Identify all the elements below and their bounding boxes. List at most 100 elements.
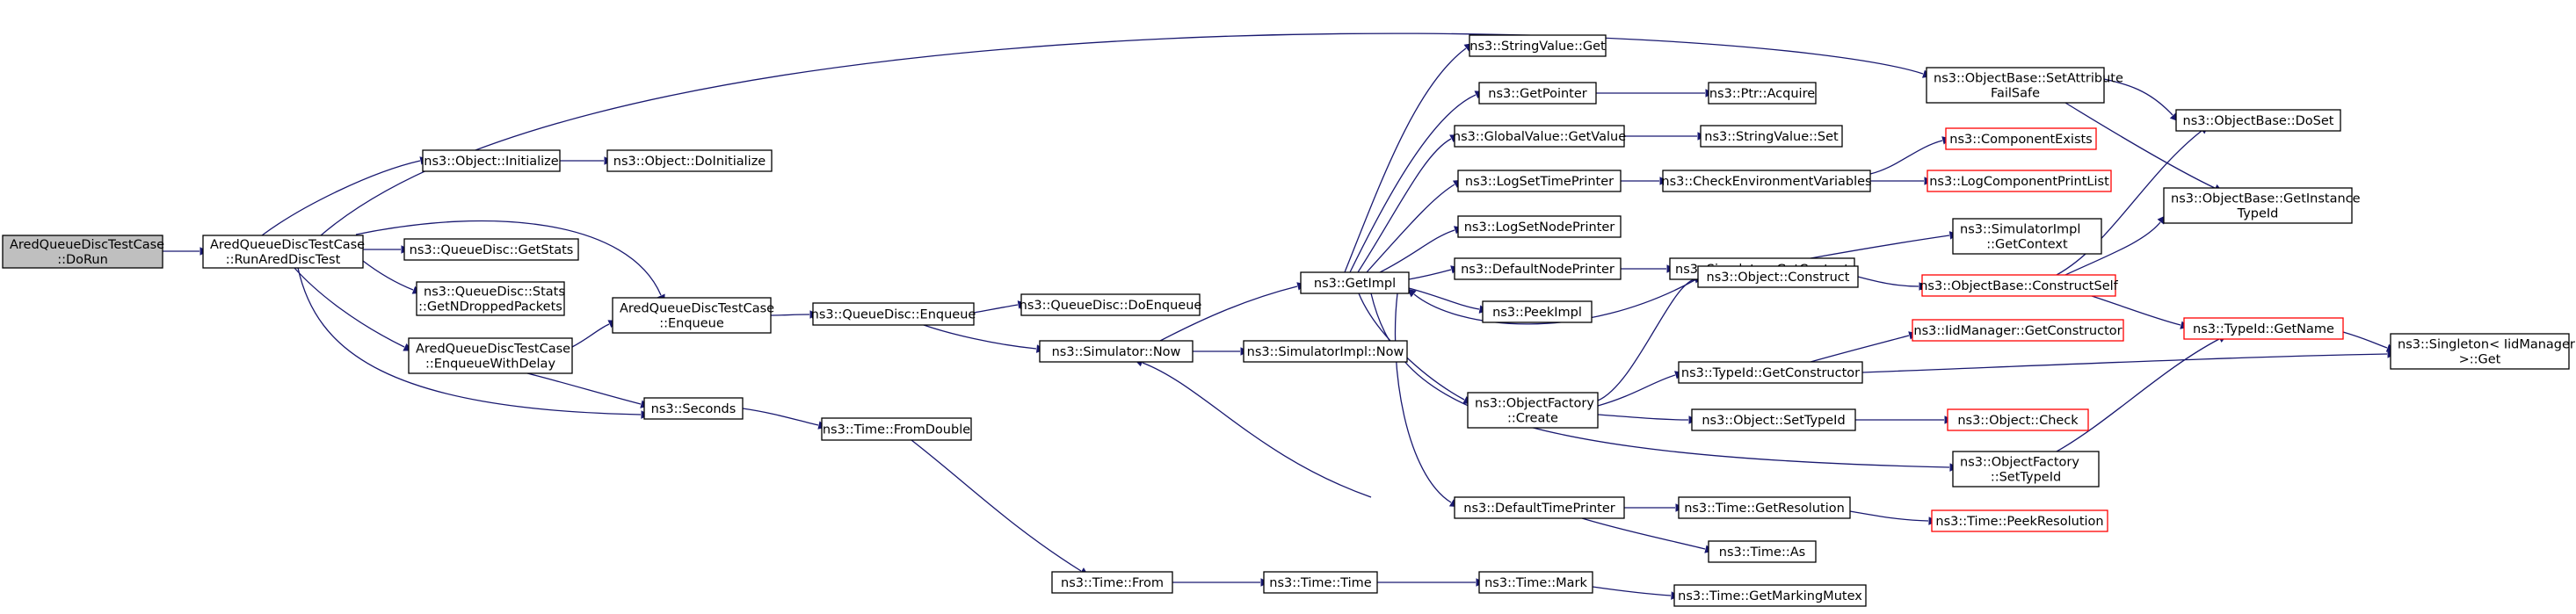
node-do-set[interactable]: ns3::ObjectBase::DoSet [2175,109,2341,132]
call-edge [1597,414,1698,424]
node-get-stats[interactable]: ns3::QueueDisc::GetStats [403,238,579,261]
node-type-id-get-ctor[interactable]: ns3::TypeId::GetConstructor [1678,361,1863,384]
node-get-pointer[interactable]: ns3::GetPointer [1478,82,1597,105]
node-sim-now[interactable]: ns3::Simulator::Now [1039,340,1194,363]
node-qd-do-enqueue[interactable]: ns3::QueueDisc::DoEnqueue [1020,293,1202,316]
node-label: ns3::SimulatorImpl::Now [1247,345,1404,359]
node-sim-impl-get-ctx[interactable]: ns3::SimulatorImpl::GetContext [1952,218,2102,255]
node-box [1300,271,1410,294]
node-label: ns3::TypeId::GetName [2193,322,2334,336]
node-stats-n-dropped[interactable]: ns3::QueueDisc::Stats::GetNDroppedPacket… [416,281,565,316]
node-obj-do-init[interactable]: ns3::Object::DoInitialize [606,149,773,172]
node-construct-self[interactable]: ns3::ObjectBase::ConstructSelf [1919,274,2119,297]
edge-line [261,160,421,236]
edge-line [320,33,1924,236]
call-edge [1581,517,1714,553]
node-iid-get-ctor[interactable]: ns3::IidManager::GetConstructor [1912,319,2124,342]
node-ptr-acquire[interactable]: ns3::Ptr::Acquire [1708,82,1817,105]
node-sim-impl-now[interactable]: ns3::SimulatorImpl::Now [1243,340,1408,363]
edge-line [2064,221,2161,276]
node-gv-get-value[interactable]: ns3::GlobalValue::GetValue [1453,125,1626,148]
node-label: ::Create [1507,412,1558,426]
node-type-id-get-name[interactable]: ns3::TypeId::GetName [2183,317,2344,340]
edge-line [1869,140,1943,175]
node-obj-fact-set-type-id[interactable]: ns3::ObjectFactory::SetTypeId [1952,451,2100,488]
node-box [1662,170,1871,192]
node-obj-init[interactable]: ns3::Object::Initialize [422,149,561,172]
node-str-set[interactable]: ns3::StringValue::Set [1700,125,1843,148]
node-box [2175,109,2341,132]
node-qd-enqueue[interactable]: ns3::QueueDisc::Enqueue [811,302,976,326]
edge-line [571,323,610,348]
edge-line [1379,229,1455,273]
node-enqueue-delay[interactable]: AredQueueDiscTestCase::EnqueueWithDelay [408,337,573,374]
node-log-comp-print[interactable]: ns3::LogComponentPrintList [1927,170,2112,192]
node-obj-check[interactable]: ns3::Object::Check [1947,408,2089,431]
node-obj-construct[interactable]: ns3::Object::Construct [1697,265,1859,288]
node-label: AredQueueDiscTestCase [10,238,164,252]
edge-line [1408,269,1452,280]
node-box [1263,571,1378,594]
node-label: ns3::CheckEnvironmentVariables [1661,175,1871,189]
call-edge [1366,179,1462,273]
node-check-env[interactable]: ns3::CheckEnvironmentVariables [1661,170,1872,192]
edge-line [911,439,1082,572]
node-def-time-printer[interactable]: ns3::DefaultTimePrinter [1454,496,1625,519]
node-box [1243,340,1408,363]
node-run-ared[interactable]: AredQueueDiscTestCase::RunAredDiscTest [202,235,365,269]
node-time-peek-res[interactable]: ns3::Time::PeekResolution [1931,509,2108,532]
call-edge [1408,287,1488,314]
edge-line [1597,414,1689,421]
node-time-from[interactable]: ns3::Time::From [1051,571,1173,594]
edge-line [1592,586,1672,596]
node-label: ns3::GetImpl [1314,277,1396,291]
node-label: ns3::StringValue::Set [1704,130,1839,144]
call-edge [973,300,1027,314]
node-box [1469,34,1607,57]
node-time-as[interactable]: ns3::Time::As [1708,540,1817,563]
node-box [1454,257,1622,280]
node-label: ns3::Object::SetTypeId [1702,414,1845,428]
node-from-double[interactable]: ns3::Time::FromDouble [821,417,972,441]
edge-line [1857,276,1919,287]
node-box [2163,187,2353,224]
call-edge [526,372,649,408]
node-label: ns3::Ptr::Acquire [1709,87,1815,101]
node-obj-fact-create[interactable]: ns3::ObjectFactory::Create [1467,392,1599,429]
node-seconds[interactable]: ns3::Seconds [643,397,744,420]
node-str-get[interactable]: ns3::StringValue::Get [1469,34,1607,57]
call-edge [1624,503,1685,512]
node-time-time[interactable]: ns3::Time::Time [1263,571,1378,594]
node-log-set-time[interactable]: ns3::LogSetTimePrinter [1457,170,1622,192]
node-box [202,235,364,269]
node-do-run[interactable]: AredQueueDiscTestCase::DoRun [2,235,164,269]
edge-line [1597,374,1676,407]
node-box [1673,584,1867,607]
node-ared-enqueue[interactable]: AredQueueDiscTestCase::Enqueue [612,297,774,334]
node-time-get-mutex[interactable]: ns3::Time::GetMarkingMutex [1673,584,1867,607]
call-edge [1855,415,1954,424]
node-label: ns3::GlobalValue::GetValue [1453,130,1626,144]
node-label: ::GetNDroppedPackets [418,300,562,314]
node-box [1931,509,2108,532]
call-edge [560,156,613,165]
edge-line [1349,94,1477,273]
node-get-impl[interactable]: ns3::GetImpl [1300,271,1410,294]
node-time-get-res[interactable]: ns3::Time::GetResolution [1678,496,1851,519]
call-edge [2056,335,2227,452]
node-singleton-get[interactable]: ns3::Singleton< IidManager >::Get [2390,333,2575,370]
node-time-mark[interactable]: ns3::Time::Mark [1478,571,1593,594]
node-def-node[interactable]: ns3::DefaultNodePrinter [1454,257,1622,280]
node-label: ns3::QueueDisc::DoEnqueue [1020,299,1202,313]
node-log-set-node[interactable]: ns3::LogSetNodePrinter [1457,215,1622,238]
node-box [1454,496,1625,519]
node-label: ns3::GetPointer [1488,87,1587,101]
node-label: ns3::Time::GetMarkingMutex [1678,589,1862,603]
node-obj-set-type-id[interactable]: ns3::Object::SetTypeId [1691,408,1856,431]
node-box [1457,215,1622,238]
call-edge [1134,358,1372,498]
node-comp-exists[interactable]: ns3::ComponentExists [1945,127,2097,150]
node-peek-impl[interactable]: ns3::PeekImpl [1482,300,1593,323]
